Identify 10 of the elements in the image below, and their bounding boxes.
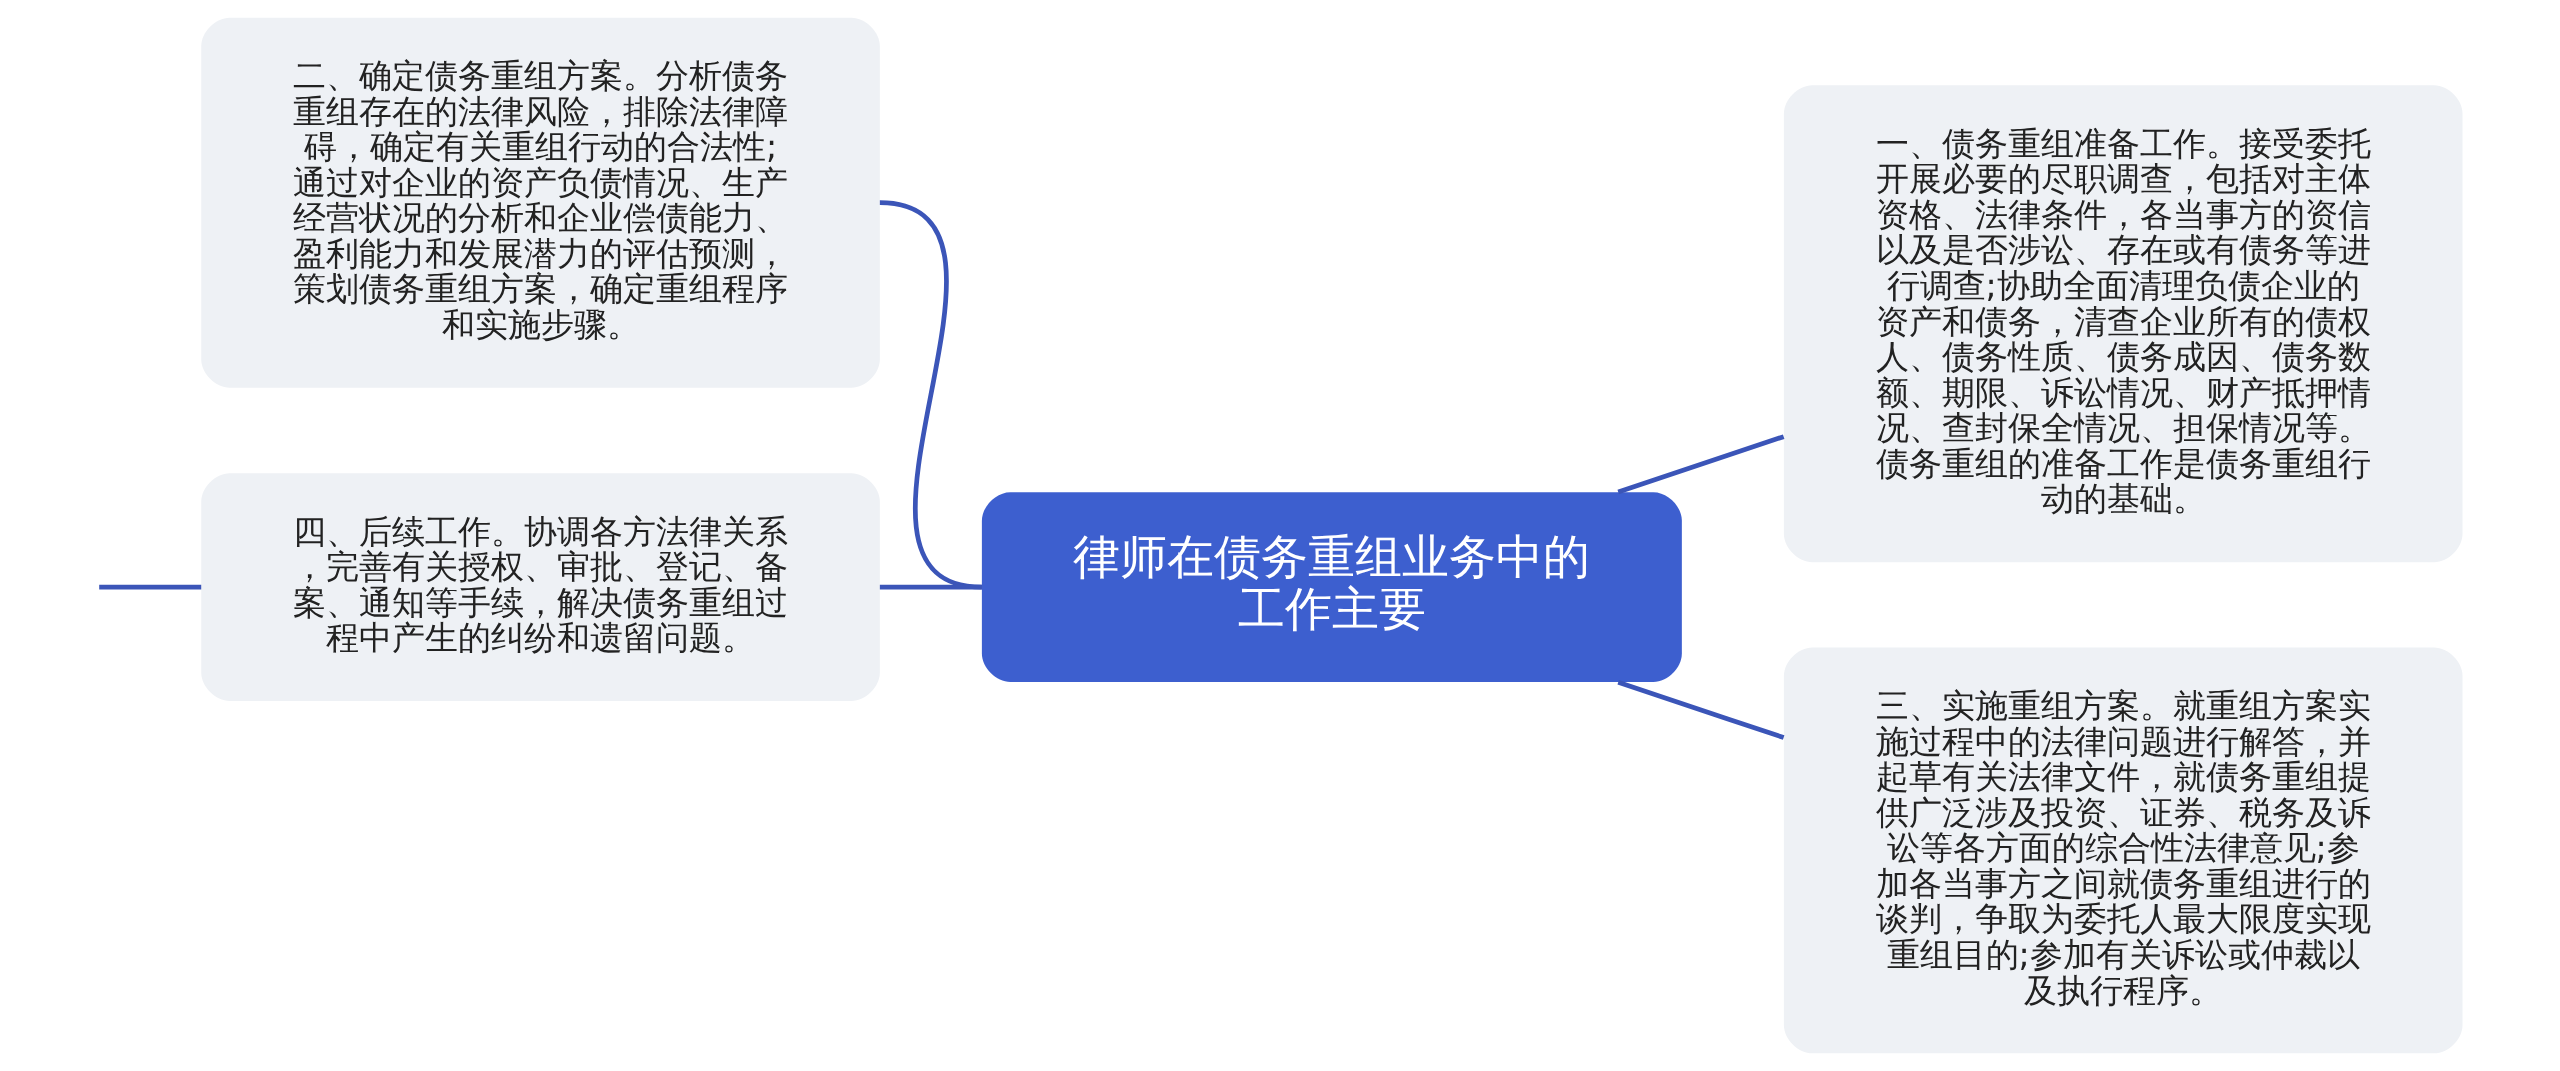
connector	[99, 584, 202, 590]
connector	[879, 584, 982, 590]
node-box: 律师在债务重组业务中的工作主要	[981, 492, 1682, 682]
node-box: 四、后续工作。协调各方法律关系，完善有关授权、审批、登记、备案、通知等手续，解决债务重组过程中产生的纠纷和遗留问题。	[201, 473, 880, 701]
node-box: 一、债务重组准备工作。接受委托开展必要的尽职调查，包括对主体资格、法律条件，各当事方的资信以及是否涉讼、存在或有债务等进行调查;协助全面清理负债企业的资产和债务，清查企业所有的债权人、债务性质、债务成因、债务数额、期限、诉讼情况、财产抵押情况、查封保全情况、担保情况等。债务重组的准备工作是债务重组行动的基础。	[1783, 85, 2463, 563]
connector	[1617, 679, 1785, 740]
connector	[879, 200, 983, 590]
node-box: 三、实施重组方案。就重组方案实施过程中的法律问题进行解答，并起草有关法律文件，就债务重组提供广泛涉及投资、证券、税务及诉讼等各方面的综合性法律意见;参加各当事方之间就债务重组进行的谈判，争取为委托人最大限度实现重组目的;参加有关诉讼或仲裁以及执行程序。	[1783, 647, 2463, 1054]
node-box: 二、确定债务重组方案。分析债务重组存在的法律风险，排除法律障碍，确定有关重组行动的合法性;通过对企业的资产负债情况、生产经营状况的分析和企业偿债能力、盈利能力和发展潜力的评估预测，策划债务重组方案，确定重组程序和实施步骤。	[201, 17, 880, 388]
connector	[1617, 434, 1785, 495]
